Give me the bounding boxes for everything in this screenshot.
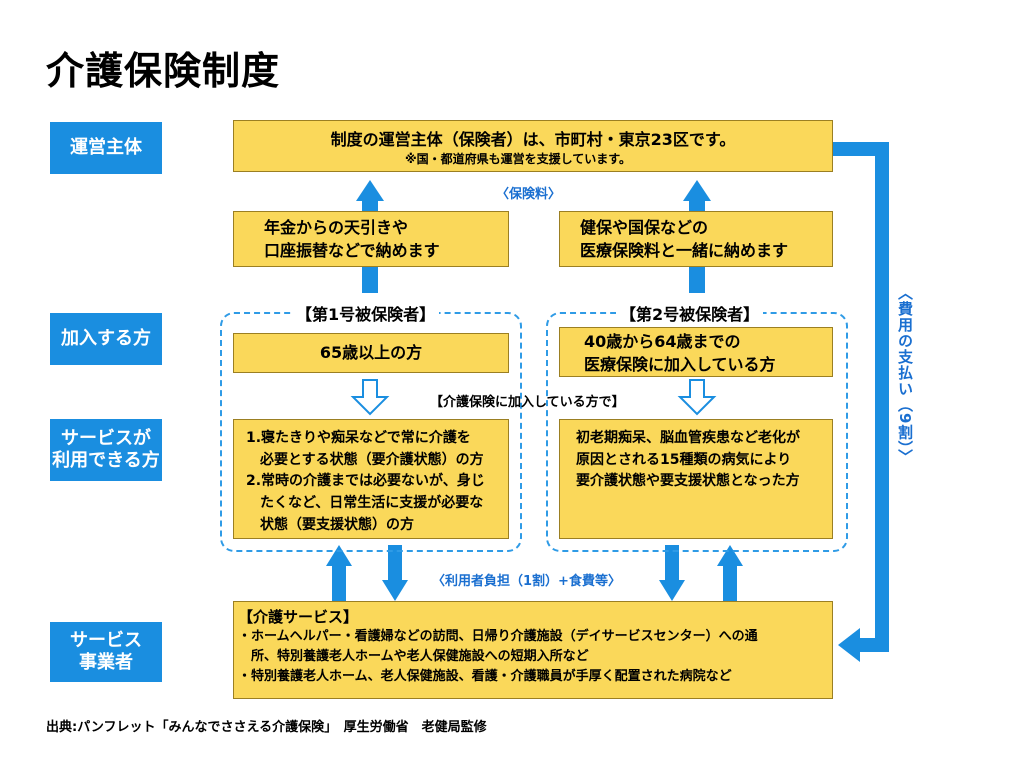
services-heading: 【介護サービス】 — [238, 608, 359, 626]
group2-box: 40歳から64歳までの 医療保険に加入している方 — [559, 327, 833, 377]
premium-label: 〈保険料〉 — [496, 187, 562, 202]
group2-label: 【第2号被保険者】 — [616, 301, 764, 325]
operator-main-text: 制度の運営主体（保険者）は、市町村・東京23区です。 — [330, 129, 736, 149]
services-box: 【介護サービス】 ・ホームヘルパー・看護婦などの訪問、日帰り介護施設（デイサービ… — [233, 601, 833, 699]
cost-payment-note: 〈費用の支払い（9割）〉 — [896, 285, 914, 465]
group1-box: 65歳以上の方 — [233, 333, 509, 373]
payment-method-left: 年金からの天引きや 口座振替などで納めます — [233, 211, 509, 267]
source-footer: 出典:パンフレット「みんなでささえる介護保険」 厚生労働省 老健局監修 — [46, 720, 487, 735]
hollow-down-arrow-right — [677, 379, 717, 416]
side-label-service-users: サービスが 利用できる方 — [50, 419, 162, 481]
up-arrow-services-right-b — [717, 545, 743, 601]
down-arrow-services-left-b — [382, 545, 408, 601]
payment-method-right: 健保や国保などの 医療保険料と一緒に納めます — [559, 211, 833, 267]
operator-support-note: ※国・都道府県も運営を支援しています。 — [404, 151, 632, 166]
copay-label: 〈利用者負担（1割）+食費等〉 — [432, 574, 621, 589]
side-label-providers: サービス 事業者 — [50, 622, 162, 682]
insured-condition-note: 【介護保険に加入している方で】 — [430, 395, 625, 410]
services-body: ・ホームヘルパー・看護婦などの訪問、日帰り介護施設（デイサービスセンター）への通… — [238, 629, 758, 685]
page-title: 介護保険制度 — [46, 49, 281, 93]
down-arrow-services-right-a — [659, 545, 685, 601]
operator-box: 制度の運営主体（保険者）は、市町村・東京23区です。 ※国・都道府県も運営を支援… — [233, 120, 833, 172]
side-label-operator: 運営主体 — [50, 122, 162, 174]
up-arrow-services-left-a — [326, 545, 352, 601]
side-label-enrollees: 加入する方 — [50, 313, 162, 365]
cost-payment-arrow — [833, 142, 889, 662]
hollow-down-arrow-left — [350, 379, 390, 416]
group1-label: 【第1号被保険者】 — [292, 301, 440, 325]
eligibility-right: 初老期痴呆、脳血管疾患など老化が 原因とされる15種類の病気により 要介護状態や… — [559, 419, 833, 539]
eligibility-left: 1.寝たきりや痴呆などで常に介護を 必要とする状態（要介護状態）の方 2.常時の… — [233, 419, 509, 539]
